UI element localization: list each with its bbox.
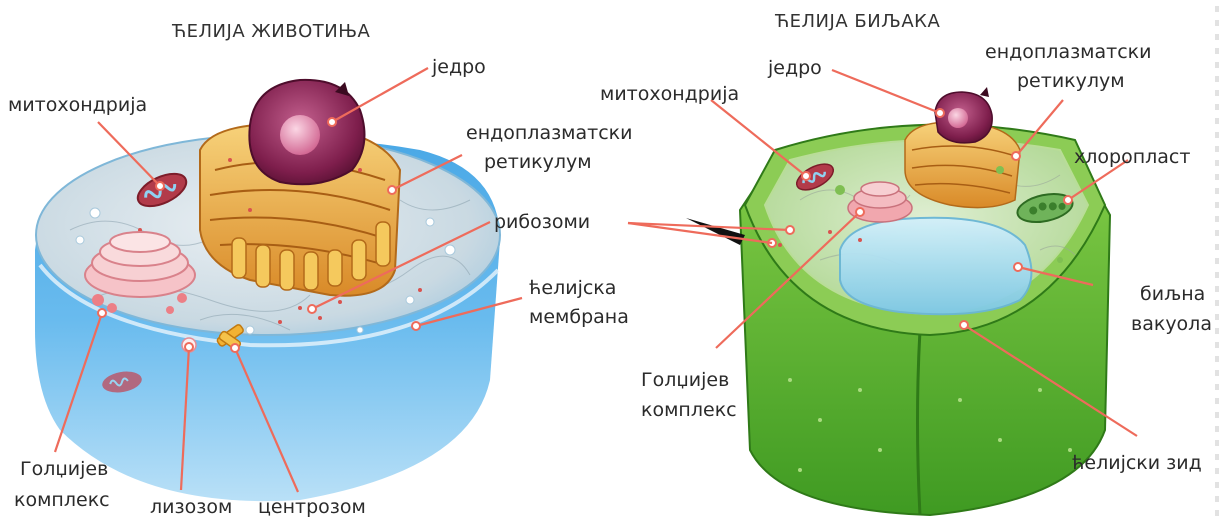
animal-golgi-label-line1: Голџијев xyxy=(20,457,108,481)
plant-nucleus-label: једро xyxy=(768,56,822,80)
plant-vacuole-label-line1: биљна xyxy=(1140,282,1205,306)
plant-golgi-label-line1: Голџијев xyxy=(641,368,729,392)
animal-membrane-label-line2: мембрана xyxy=(529,305,629,329)
animal-cell-title: ЋЕЛИЈА ЖИВОТИЊА xyxy=(172,20,370,44)
animal-lysosome-label: лизозом xyxy=(150,495,232,519)
animal-membrane-label-line1: ћелијска xyxy=(529,276,616,300)
animal-cell-illustration xyxy=(35,80,500,501)
animal-er-label-line1: ендоплазматски xyxy=(466,121,633,145)
animal-nucleus xyxy=(249,80,364,184)
plant-vacuole-label-line2: вакуола xyxy=(1131,312,1212,336)
plant-golgi-label-line2: комплекс xyxy=(641,398,737,422)
animal-centrosome-label: центрозом xyxy=(258,495,366,519)
plant-mitochondrion-label: митохондрија xyxy=(600,82,739,106)
animal-nucleus-label: једро xyxy=(432,55,486,79)
plant-vacuole xyxy=(840,218,1031,315)
ribosomes-label: рибозоми xyxy=(494,210,590,234)
plant-cell-title: ЋЕЛИЈА БИЉАКА xyxy=(775,10,940,34)
plant-er-label-line2: ретикулум xyxy=(1017,69,1125,93)
animal-er-label-line2: ретикулум xyxy=(484,150,592,174)
plant-cell-wall-label: ћелијски зид xyxy=(1072,451,1202,475)
plant-cell-illustration xyxy=(686,87,1110,515)
animal-golgi-label-line2: комплекс xyxy=(14,488,110,512)
animal-mitochondrion-label: митохондрија xyxy=(8,93,147,117)
plant-er-label-line1: ендоплазматски xyxy=(985,40,1152,64)
page-edge-dashes xyxy=(1215,6,1219,518)
plant-chloroplast-label: хлоропласт xyxy=(1074,145,1190,169)
